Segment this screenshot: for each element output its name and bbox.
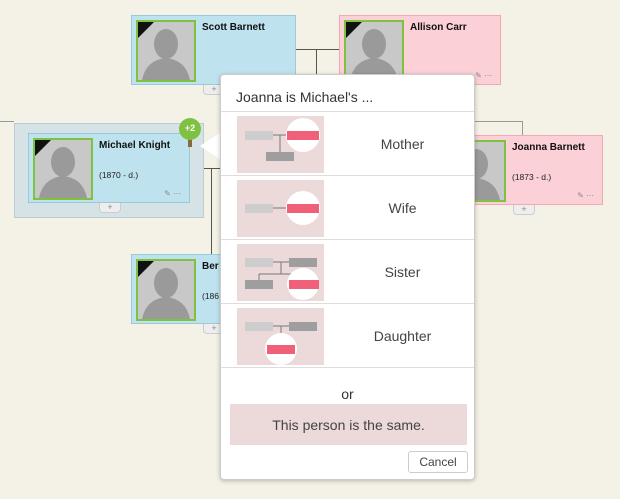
add-relative-button[interactable]: + (513, 205, 535, 215)
person-dates: (1870 - d.) (99, 170, 139, 180)
mourning-ribbon-icon (138, 261, 154, 277)
silhouette-icon (346, 22, 402, 80)
connector-line (316, 49, 317, 75)
silhouette-icon (35, 140, 91, 198)
edit-tools[interactable]: ✎ ⋯ (577, 191, 594, 200)
person-name: Joanna Barnett (512, 142, 585, 153)
connector-line (0, 121, 14, 122)
relationship-popup: Joanna is Michael's ... Mother Wife (220, 74, 475, 480)
mourning-ribbon-icon (138, 22, 154, 38)
connector-line (211, 168, 212, 254)
tree-icon (179, 118, 201, 147)
options-divider (221, 367, 474, 368)
wife-diagram-icon (237, 180, 324, 237)
connector-line (190, 168, 220, 169)
cancel-button[interactable]: Cancel (408, 451, 468, 473)
mother-diagram-icon (237, 116, 324, 173)
person-name: Michael Knight (99, 140, 171, 151)
option-label: Sister (384, 264, 421, 280)
person-card-michael-knight[interactable]: Michael Knight (1870 - d.) ✎ ⋯ (28, 133, 190, 203)
relationship-option-daughter[interactable]: Daughter (221, 303, 474, 367)
profile-photo (33, 138, 93, 200)
profile-photo (136, 259, 196, 321)
relationship-option-sister[interactable]: Sister (221, 239, 474, 303)
person-dates: (1873 - d.) (512, 172, 552, 182)
connector-line (475, 121, 523, 122)
add-relative-button[interactable]: + (99, 203, 121, 213)
mourning-ribbon-icon (346, 22, 362, 38)
relationship-option-wife[interactable]: Wife (221, 175, 474, 239)
person-dates: (186 (202, 291, 220, 301)
same-person-button[interactable]: This person is the same. (230, 404, 467, 445)
connector-line (296, 49, 340, 50)
person-name: Allison Carr (410, 22, 467, 33)
daughter-diagram-icon (237, 308, 324, 365)
profile-photo (344, 20, 404, 82)
more-relatives-badge[interactable]: +2 (175, 117, 205, 149)
edit-tools[interactable]: ✎ ⋯ (475, 71, 492, 80)
edit-tools[interactable]: ✎ ⋯ (164, 189, 181, 198)
option-label: Daughter (373, 328, 432, 344)
popup-pointer (200, 132, 221, 160)
popup-title: Joanna is Michael's ... (236, 89, 374, 105)
person-card-allison-carr[interactable]: Allison Carr ✎ ⋯ (339, 15, 501, 85)
or-separator: or (341, 386, 354, 402)
option-label: Wife (388, 200, 417, 216)
mourning-ribbon-icon (35, 140, 51, 156)
person-card-scott-barnett[interactable]: Scott Barnett (131, 15, 296, 85)
person-name: Ber (202, 261, 219, 272)
profile-photo (136, 20, 196, 82)
relationship-option-mother[interactable]: Mother (221, 111, 474, 175)
sister-diagram-icon (237, 244, 324, 301)
connector-line (522, 121, 523, 135)
person-name: Scott Barnett (202, 22, 265, 33)
option-label: Mother (380, 136, 425, 152)
more-relatives-count: +2 (184, 123, 196, 133)
